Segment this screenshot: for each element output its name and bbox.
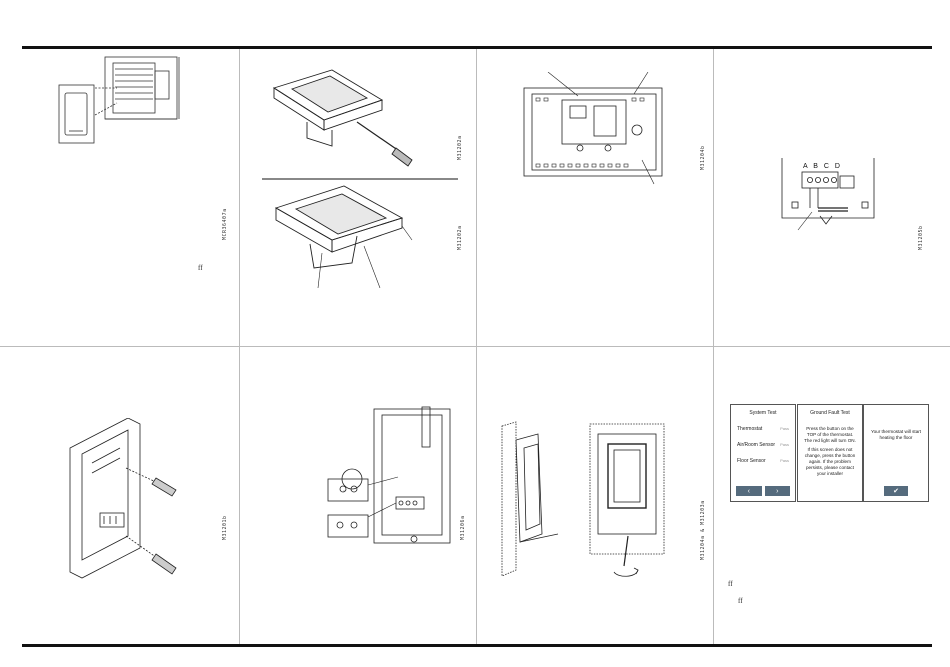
screen-nav: ‹ › (736, 486, 790, 496)
heating-screen: Your thermostat will start heating the f… (863, 404, 929, 502)
chevron-right-icon: › (776, 487, 779, 495)
system-test-screen: System Test Thermostat Pass Air/Room Sen… (730, 404, 796, 502)
ligature-mark: ff (198, 264, 203, 272)
wallbox-illustration (58, 56, 180, 144)
test-row: Thermostat Pass (731, 426, 795, 432)
figure-code: MCR36407a (222, 208, 228, 240)
bottom-rule (22, 644, 932, 647)
screen-title: System Test (749, 410, 777, 416)
test-label: Thermostat (737, 426, 763, 432)
figure-code: M31204a & M31203a (700, 500, 706, 560)
figure-code: M31201b (222, 515, 228, 540)
figure-code: M31202a (457, 225, 463, 250)
screen-body-2: If this screen does not change, press th… (804, 447, 856, 476)
figure-code: M31204b (700, 145, 706, 170)
figure-code: M31206a (460, 515, 466, 540)
terminal-labels: A B C D (803, 163, 842, 170)
base-plate-illustration (523, 72, 663, 185)
prev-button[interactable]: ‹ (736, 486, 762, 496)
wall-mount-illustration (501, 421, 665, 577)
test-row: Floor Sensor Pass (731, 458, 795, 464)
test-status: Pass (780, 458, 789, 463)
checkmark-icon: ✔ (893, 488, 899, 495)
screen-body: Press the button on the TOP of the therm… (804, 426, 856, 443)
faceplate-removal-illustration (262, 69, 458, 288)
next-button[interactable]: › (764, 486, 790, 496)
row-divider (0, 346, 950, 347)
test-row: Air/Room Sensor Pass (731, 442, 795, 448)
test-status: Pass (780, 442, 789, 447)
test-status: Pass (780, 426, 789, 431)
sensor-wiring-illustration (327, 406, 451, 544)
test-label: Air/Room Sensor (737, 442, 776, 448)
terminal-block-illustration (781, 158, 875, 231)
ground-fault-screen: Ground Fault Test Press the button on th… (797, 404, 863, 502)
figure-code: M31205b (918, 225, 924, 250)
base-mount-illustration (69, 418, 177, 579)
ligature-mark: ff (738, 597, 743, 605)
screen-title: Ground Fault Test (810, 410, 850, 416)
ligature-mark: ff (728, 580, 733, 588)
figure-code: M31202a (457, 135, 463, 160)
test-label: Floor Sensor (737, 458, 766, 464)
chevron-left-icon: ‹ (747, 487, 750, 495)
ok-button[interactable]: ✔ (884, 486, 908, 496)
screen-body: Your thermostat will start heating the f… (870, 429, 922, 440)
top-rule (22, 46, 932, 49)
